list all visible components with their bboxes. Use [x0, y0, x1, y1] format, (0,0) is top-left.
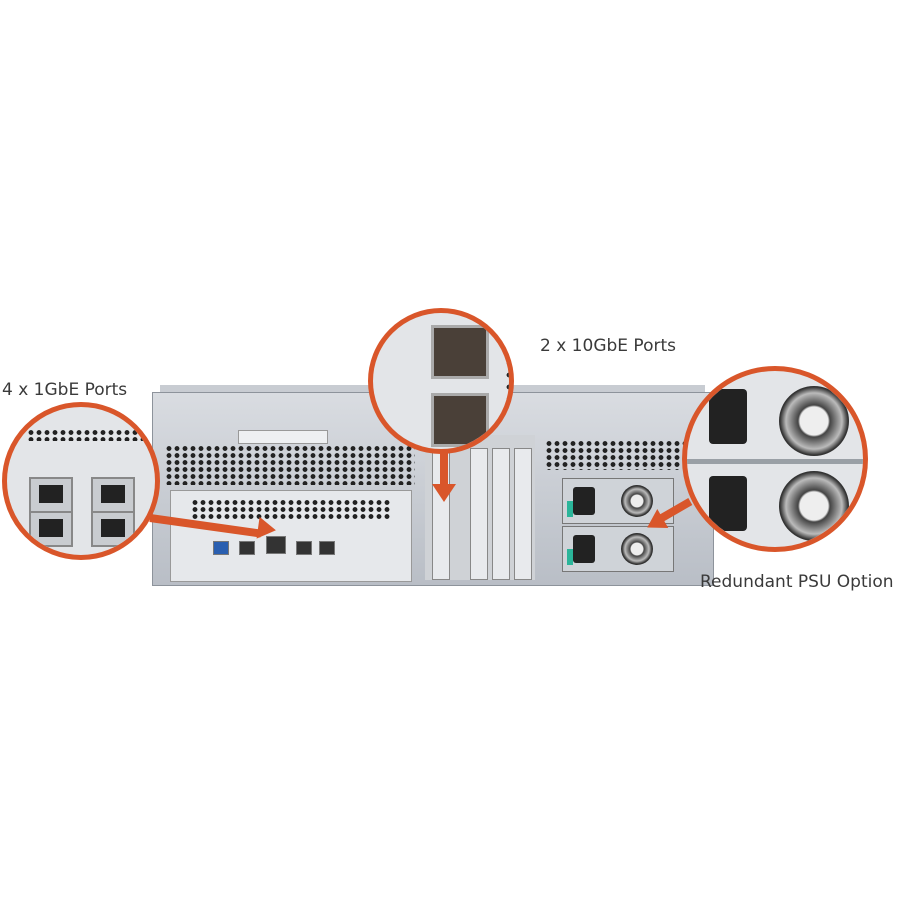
rj45-port [29, 477, 73, 513]
vent-grille [165, 445, 415, 485]
usb-port [239, 541, 255, 555]
callout-label-gbe: 4 x 1GbE Ports [2, 380, 128, 400]
psu-module [562, 526, 674, 572]
arrow-head [432, 484, 456, 502]
vent-grille [545, 440, 695, 470]
sfp-port [431, 393, 489, 447]
pcie-slot [492, 448, 510, 580]
callout-label-10gbe: 2 x 10GbE Ports [540, 336, 676, 356]
io-plate [170, 490, 412, 582]
fan-icon [621, 533, 653, 565]
usb-port [319, 541, 335, 555]
callout-circle-psu [682, 366, 868, 552]
arrow-head [256, 516, 278, 542]
sfp-port [431, 325, 489, 379]
rj45-port [91, 477, 135, 513]
callout-circle-10gbe [368, 308, 514, 454]
usb-port [296, 541, 312, 555]
psu-module [562, 478, 674, 524]
callout-circle-gbe [2, 402, 160, 560]
vent-grille [191, 499, 391, 521]
arrow-10gbe [440, 448, 448, 486]
fan-icon [779, 386, 849, 456]
fan-icon [779, 471, 849, 541]
handle [238, 430, 328, 444]
pcie-slot [514, 448, 532, 580]
rj45-port [91, 511, 135, 547]
rj45-port [29, 511, 73, 547]
usb-port [213, 541, 229, 555]
callout-label-psu: Redundant PSU Option [700, 572, 894, 592]
pcie-slot [470, 448, 488, 580]
fan-icon [621, 485, 653, 517]
lan-port [266, 536, 286, 554]
